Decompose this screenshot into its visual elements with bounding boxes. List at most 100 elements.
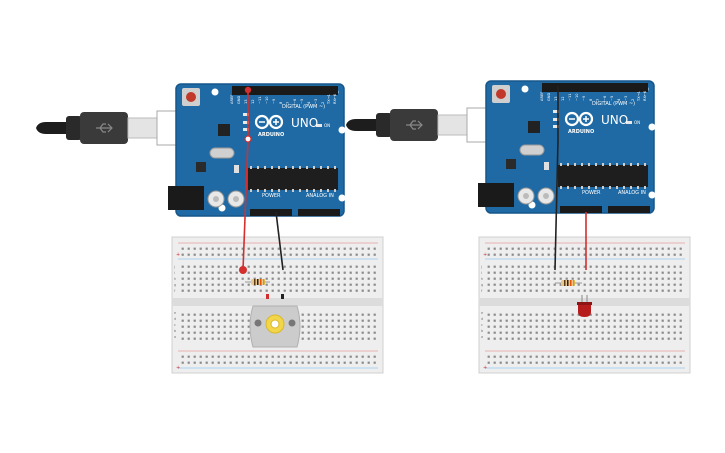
svg-text:RX←0: RX←0 <box>333 93 337 104</box>
power-jack <box>478 183 514 207</box>
svg-text:~6: ~6 <box>603 95 607 101</box>
svg-text:~11: ~11 <box>568 93 572 101</box>
svg-text:a: a <box>481 335 483 339</box>
svg-text:+: + <box>176 252 180 258</box>
svg-text:8: 8 <box>279 101 283 104</box>
usb-cable-right[interactable] <box>346 107 490 143</box>
svg-text:GND: GND <box>237 96 241 104</box>
svg-text:AREF: AREF <box>540 92 544 101</box>
svg-text:g: g <box>174 283 176 287</box>
svg-text:~9: ~9 <box>582 95 586 101</box>
digital-pin-labels: AREF GND 13 12 ~11 ~10 ~9 8 7 ~6 ~5 4 ~3… <box>540 90 647 102</box>
svg-text:4: 4 <box>617 98 621 101</box>
svg-text:c: c <box>481 323 483 327</box>
analog-header <box>608 206 650 213</box>
svg-text:b: b <box>481 329 484 333</box>
on-label: ON <box>324 123 330 128</box>
svg-text:i: i <box>481 271 482 275</box>
svg-text:~10: ~10 <box>265 96 269 104</box>
power-header-label: POWER <box>262 193 281 199</box>
svg-text:TX→1: TX→1 <box>327 94 331 105</box>
svg-text:GND: GND <box>547 93 551 101</box>
svg-text:RX←0: RX←0 <box>643 90 647 101</box>
resistor-right[interactable] <box>555 280 582 286</box>
analog-header-label: ANALOG IN <box>618 190 646 196</box>
svg-text:12: 12 <box>561 96 565 101</box>
power-header <box>560 206 602 213</box>
svg-text:i: i <box>174 271 175 275</box>
brand-label: ARDUINO <box>258 132 284 138</box>
arduino-logo-icon <box>254 114 284 130</box>
svg-text:7: 7 <box>286 102 290 104</box>
svg-text:h: h <box>174 277 176 281</box>
digital-header-label: DIGITAL (PWM ~) <box>282 104 325 110</box>
svg-text:+: + <box>483 252 487 258</box>
svg-text:13: 13 <box>244 99 248 104</box>
digital-pin-labels: AREF GND 13 12 ~11 ~10 ~9 8 7 ~6 ~5 4 ~3… <box>230 93 337 105</box>
digital-header <box>542 83 648 92</box>
svg-text:~6: ~6 <box>293 98 297 104</box>
arduino-logo-icon <box>564 111 594 127</box>
row-letters-left: j i h g f e d c b a <box>173 265 177 339</box>
model-label: UNO <box>291 116 318 130</box>
svg-text:g: g <box>481 283 483 287</box>
arduino-uno-right[interactable]: AREF GND 13 12 ~11 ~10 ~9 8 7 ~6 ~5 4 ~3… <box>478 80 656 214</box>
svg-text:j: j <box>480 265 482 269</box>
svg-text:d: d <box>481 317 483 321</box>
svg-text:c: c <box>174 323 176 327</box>
svg-text:~10: ~10 <box>575 93 579 101</box>
usb-icon <box>96 123 113 133</box>
atmega-chip <box>248 168 338 190</box>
resistor-left[interactable] <box>245 279 270 285</box>
svg-text:~5: ~5 <box>300 99 304 104</box>
svg-text:7: 7 <box>596 99 600 101</box>
svg-text:d: d <box>174 317 176 321</box>
right-circuit: AREF GND 13 12 ~11 ~10 ~9 8 7 ~6 ~5 4 ~3… <box>346 80 691 374</box>
svg-text:4: 4 <box>307 101 311 104</box>
svg-text:b: b <box>174 329 177 333</box>
led-right[interactable] <box>577 295 592 317</box>
digital-header-label: DIGITAL (PWM ~) <box>592 101 635 107</box>
usb-icon <box>406 120 423 130</box>
svg-text:2: 2 <box>321 102 325 104</box>
svg-text:AREF: AREF <box>230 95 234 104</box>
svg-text:j: j <box>173 265 175 269</box>
power-header <box>250 209 292 216</box>
svg-text:h: h <box>481 277 483 281</box>
analog-header <box>298 209 340 216</box>
svg-text:~5: ~5 <box>610 96 614 101</box>
svg-text:~11: ~11 <box>258 96 262 104</box>
svg-text:f: f <box>174 289 176 293</box>
power-jack <box>168 186 204 210</box>
usb-cable-left[interactable] <box>36 110 180 146</box>
svg-text:+: + <box>483 365 487 371</box>
svg-text:2: 2 <box>631 99 635 101</box>
svg-text:~9: ~9 <box>272 98 276 104</box>
svg-text:~3: ~3 <box>624 96 628 101</box>
breadboard-left[interactable]: + + j i h g f e d c b a <box>171 236 384 374</box>
row-letters-right: j i h g f e d c b a <box>480 265 484 339</box>
svg-text:+: + <box>176 365 180 371</box>
svg-text:f: f <box>481 289 483 293</box>
svg-text:TX→1: TX→1 <box>637 91 641 102</box>
svg-text:8: 8 <box>589 98 593 101</box>
arduino-uno-left[interactable]: AREF GND 13 12 ~11 ~10 ~9 8 7 ~6 ~5 4 ~3… <box>168 83 346 217</box>
svg-text:12: 12 <box>251 99 255 104</box>
left-circuit: AREF GND 13 12 ~11 ~10 ~9 8 7 ~6 ~5 4 ~3… <box>36 83 384 374</box>
brand-label: ARDUINO <box>568 129 594 135</box>
svg-text:e: e <box>174 311 176 315</box>
power-header-label: POWER <box>582 190 601 196</box>
svg-text:a: a <box>174 335 176 339</box>
on-label: ON <box>634 120 640 125</box>
dc-motor-left[interactable] <box>249 305 301 348</box>
wire-black-right[interactable] <box>554 86 559 271</box>
model-label: UNO <box>601 113 628 127</box>
wire-black-left[interactable] <box>275 211 284 271</box>
atmega-chip <box>558 165 648 187</box>
digital-header <box>232 86 338 95</box>
svg-text:e: e <box>481 311 483 315</box>
svg-text:~3: ~3 <box>314 99 318 104</box>
analog-header-label: ANALOG IN <box>306 193 334 199</box>
svg-text:13: 13 <box>554 96 558 101</box>
